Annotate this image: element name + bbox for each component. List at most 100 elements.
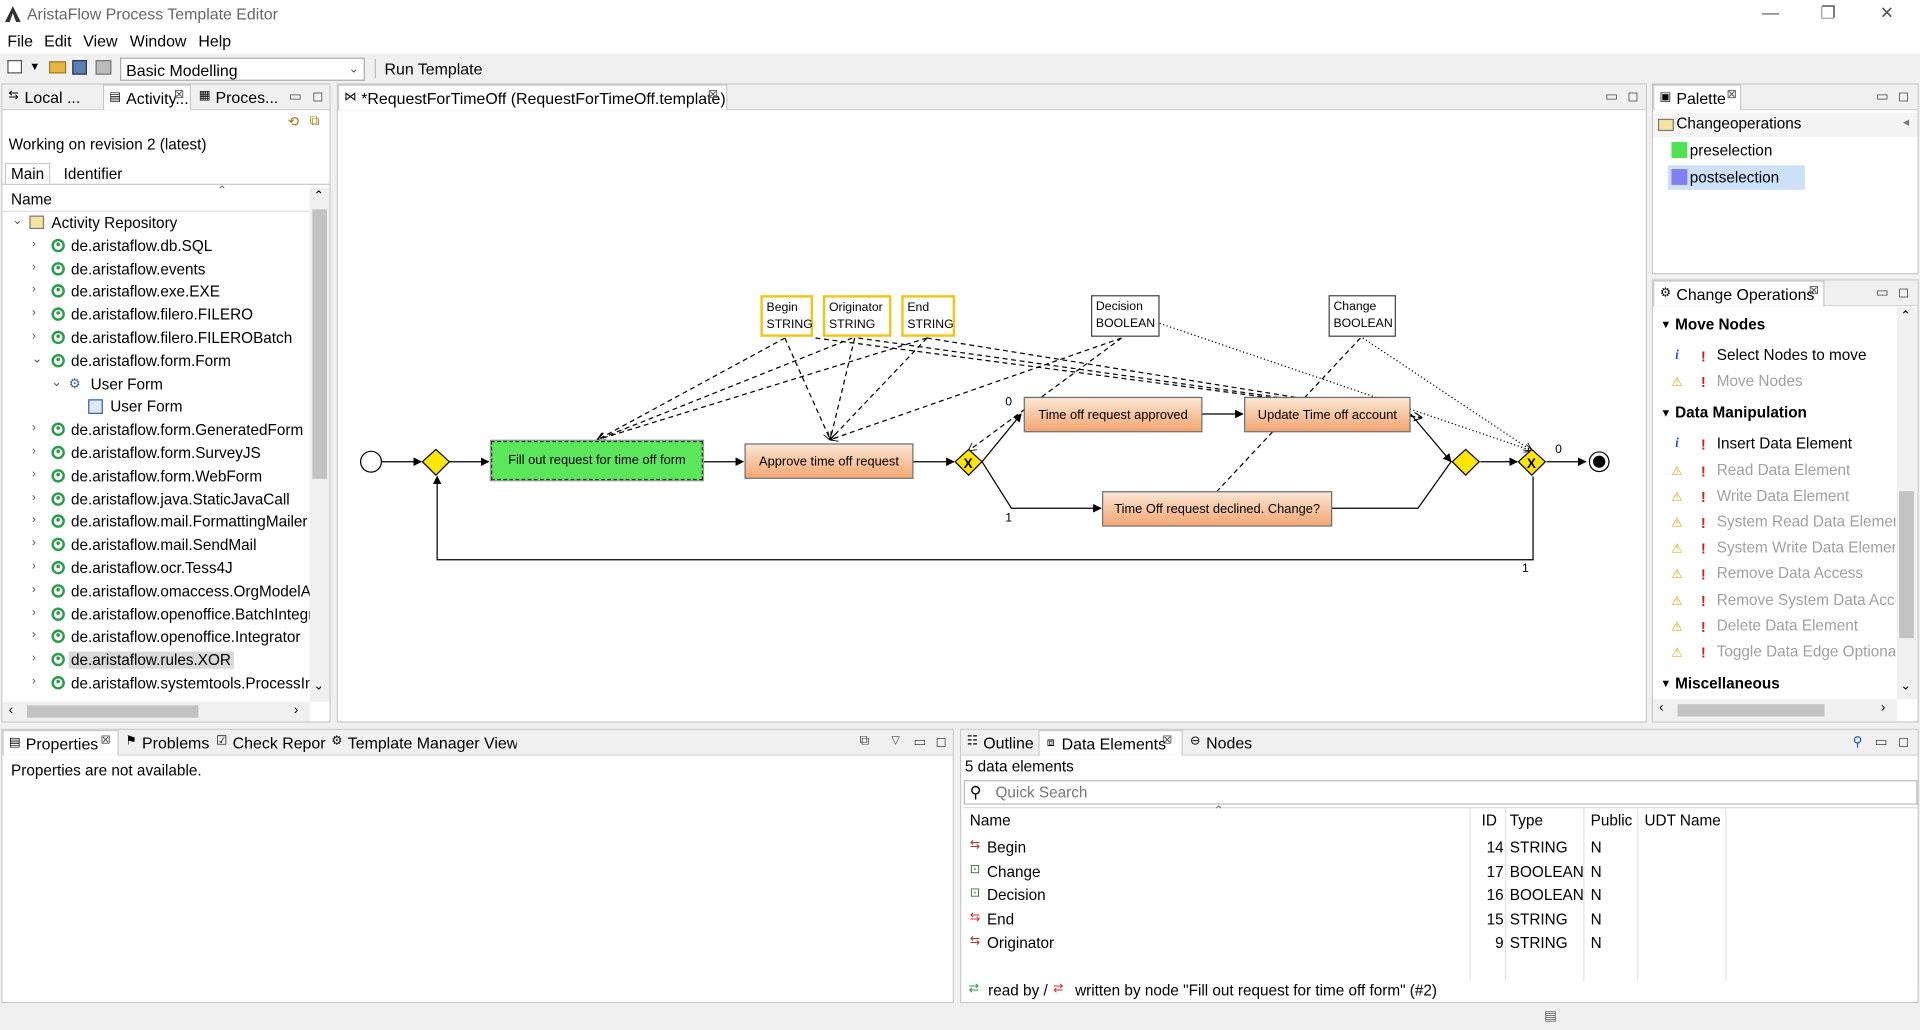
change-operation-item[interactable]: Move Nodes xyxy=(1716,372,1803,390)
ops-section-title[interactable]: Miscellaneous xyxy=(1675,675,1780,693)
tree-item[interactable]: ⌄de.aristaflow.form.Form xyxy=(2,350,309,373)
minimize-icon[interactable]: ▭ xyxy=(288,89,302,105)
expand-closed-icon[interactable]: › xyxy=(31,283,36,297)
tree-item[interactable]: ›de.aristaflow.java.StaticJavaCall xyxy=(2,488,309,511)
tab-template-manager[interactable]: ⚙Template Manager View xyxy=(326,730,516,756)
tree-item[interactable]: ›de.aristaflow.mail.FormattingMailer xyxy=(2,511,309,534)
minimize-icon[interactable]: ▭ xyxy=(913,734,927,750)
col-public[interactable]: Public xyxy=(1590,811,1633,830)
minimize-icon[interactable]: ▭ xyxy=(1875,89,1889,105)
tree-item[interactable]: ›de.aristaflow.filero.FILEROBatch xyxy=(2,327,309,350)
ops-horizontal-scrollbar[interactable]: ‹ › xyxy=(1653,699,1897,722)
run-template-button[interactable]: Run Template xyxy=(384,60,483,79)
maximize-icon[interactable]: ◻ xyxy=(1897,285,1910,301)
tree-horizontal-scrollbar[interactable]: ‹ › xyxy=(2,701,310,722)
maximize-icon[interactable]: ◻ xyxy=(1897,734,1910,750)
maximize-icon[interactable]: ◻ xyxy=(1897,89,1910,105)
scroll-right-icon[interactable]: › xyxy=(293,702,299,718)
open-folder-icon[interactable] xyxy=(48,61,67,74)
process-canvas[interactable]: X X 0 1 0 1 Fill out request for time of… xyxy=(338,110,1646,721)
menu-file[interactable]: File xyxy=(7,31,34,51)
expand-open-icon[interactable]: ⌄ xyxy=(51,375,62,389)
collapse-group-icon[interactable]: ◂ xyxy=(1902,116,1910,130)
maximize-icon[interactable]: ◻ xyxy=(935,734,947,750)
new-icon[interactable] xyxy=(7,60,23,74)
tree-item[interactable]: ›de.aristaflow.ocr.Tess4J xyxy=(2,557,309,580)
node-request-declined[interactable]: Time Off request declined. Change? xyxy=(1102,491,1333,527)
minimize-icon[interactable]: ▭ xyxy=(1874,734,1888,750)
tree-item[interactable]: ›de.aristaflow.openoffice.BatchIntegr xyxy=(2,603,310,626)
close-icon[interactable]: ⊠ xyxy=(1726,88,1737,102)
tree-item[interactable]: ›de.aristaflow.db.SQL xyxy=(2,235,309,258)
gateway-xor-join[interactable] xyxy=(1451,448,1481,477)
pin-icon[interactable]: ⧉ xyxy=(859,733,870,749)
new-dropdown-icon[interactable]: ▼ xyxy=(29,60,41,73)
scroll-left-icon[interactable]: ‹ xyxy=(8,702,14,718)
start-node[interactable] xyxy=(360,450,383,473)
gateway-loop-join[interactable] xyxy=(421,448,451,477)
change-operation-item[interactable]: Remove Data Access xyxy=(1716,565,1864,583)
scroll-down-icon[interactable]: ⌄ xyxy=(313,679,324,694)
menu-edit[interactable]: Edit xyxy=(44,31,72,51)
tree-item[interactable]: ›de.aristaflow.form.SurveyJS xyxy=(2,442,309,465)
palette-item-preselection[interactable]: preselection xyxy=(1668,138,1805,162)
palette-item-postselection[interactable]: postselection xyxy=(1667,165,1805,190)
expand-closed-icon[interactable]: › xyxy=(31,651,36,666)
expand-closed-icon[interactable]: › xyxy=(31,605,36,620)
ops-section-title[interactable]: Data Manipulation xyxy=(1675,404,1807,422)
expand-closed-icon[interactable]: › xyxy=(31,237,36,251)
tree-item[interactable]: ›de.aristaflow.exe.EXE xyxy=(2,281,309,304)
ops-hscroll-thumb[interactable] xyxy=(1677,704,1825,717)
tree-item[interactable]: User Form xyxy=(2,396,309,419)
tab-nodes[interactable]: ⊖Nodes xyxy=(1184,730,1257,756)
tree-item[interactable]: ›de.aristaflow.rules.XOR xyxy=(2,649,309,672)
tab-problems[interactable]: ⚑Problems xyxy=(120,730,211,756)
tab-local[interactable]: ⇆Local ... xyxy=(2,85,102,111)
close-window-button[interactable]: ✕ xyxy=(1879,2,1895,23)
maximize-icon[interactable]: ◻ xyxy=(1627,89,1639,105)
scroll-up-icon[interactable]: ⌃ xyxy=(1900,309,1911,324)
subtab-main[interactable]: Main xyxy=(4,162,51,184)
restore-window-button[interactable]: ❐ xyxy=(1820,2,1836,23)
col-type[interactable]: Type xyxy=(1509,811,1543,830)
change-operation-item[interactable]: Write Data Element xyxy=(1716,487,1850,505)
tree-item[interactable]: ⌄Activity Repository xyxy=(2,212,309,235)
tree-item[interactable]: ›de.aristaflow.omaccess.OrgModelAc xyxy=(2,580,310,603)
link-icon[interactable]: ⚲ xyxy=(1852,734,1863,750)
collapse-icon[interactable]: ⧉ xyxy=(309,113,320,129)
menu-view[interactable]: View xyxy=(83,31,118,51)
tree-item[interactable]: ⌄⚙User Form xyxy=(2,373,309,396)
print-icon[interactable] xyxy=(95,60,112,75)
tree-item[interactable]: ›de.aristaflow.openoffice.Integrator xyxy=(2,626,309,649)
change-operation-item[interactable]: Remove System Data Acces xyxy=(1716,591,1896,609)
tree-item[interactable]: ›de.aristaflow.systemtools.ProcessInt xyxy=(2,672,310,695)
tree-item[interactable]: ›de.aristaflow.filero.FILERO xyxy=(2,304,309,327)
close-icon[interactable]: ⊠ xyxy=(1162,733,1173,748)
scroll-down-icon[interactable]: ⌄ xyxy=(1900,679,1911,694)
tree-item[interactable]: ›de.aristaflow.mail.SendMail xyxy=(2,534,309,557)
expand-closed-icon[interactable]: › xyxy=(31,467,36,482)
change-operation-item[interactable]: Read Data Element xyxy=(1716,461,1851,479)
close-icon[interactable]: ⊠ xyxy=(707,88,719,102)
expand-closed-icon[interactable]: › xyxy=(31,674,36,689)
change-operation-item[interactable]: Toggle Data Edge Optional xyxy=(1716,642,1896,661)
change-operation-item[interactable]: System Read Data Element xyxy=(1716,513,1896,531)
expand-closed-icon[interactable]: › xyxy=(31,260,36,274)
minimize-icon[interactable]: ▭ xyxy=(1875,285,1889,301)
change-operation-item[interactable]: Insert Data Element xyxy=(1716,435,1853,453)
view-menu-icon[interactable]: ▽ xyxy=(891,733,900,746)
tab-change-operations[interactable]: ⚙Change Operations xyxy=(1653,280,1825,307)
change-operation-item[interactable]: System Write Data Element xyxy=(1716,539,1896,557)
expand-closed-icon[interactable]: › xyxy=(31,490,36,505)
col-id[interactable]: ID xyxy=(1481,811,1497,830)
tab-properties[interactable]: ▤Properties xyxy=(2,729,119,756)
expand-closed-icon[interactable]: › xyxy=(31,559,36,574)
save-icon[interactable] xyxy=(72,60,87,75)
